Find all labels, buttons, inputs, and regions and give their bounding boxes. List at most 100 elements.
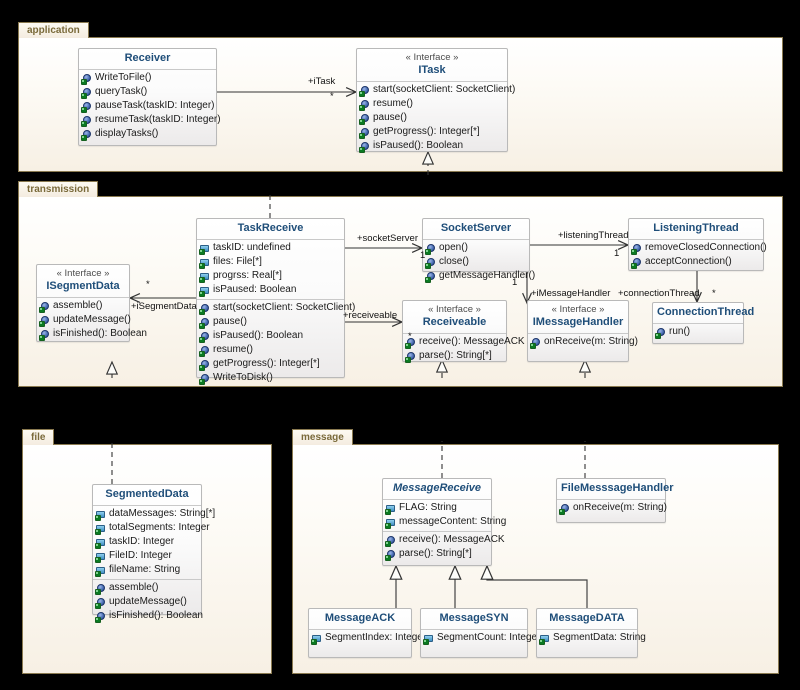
method-icon	[359, 99, 371, 111]
method-icon	[81, 87, 93, 99]
class-header: MessageACK	[309, 609, 411, 630]
method-icon	[81, 115, 93, 127]
class-message-receive[interactable]: MessageReceive FLAG: String messageConte…	[382, 478, 506, 566]
class-member: start(socketClient: SocketClient)	[357, 83, 515, 97]
class-member: getMessageHandler()	[423, 269, 535, 283]
class-socket-server[interactable]: SocketServer open() close() getMessageHa…	[422, 218, 535, 283]
class-header: MessageSYN	[421, 609, 527, 630]
class-imessage-handler[interactable]: « Interface » IMessageHandler onReceive(…	[527, 300, 638, 362]
attribute-compartment: SegmentCount: Integer	[421, 630, 540, 647]
method-icon	[199, 303, 211, 315]
class-member: messageContent: String	[383, 515, 506, 529]
class-member: removeClosedConnection()	[629, 241, 767, 255]
class-header: ListeningThread	[629, 219, 763, 240]
class-member: FLAG: String	[383, 501, 491, 515]
attribute-compartment: SegmentIndex: Integer	[309, 630, 426, 647]
method-compartment: onReceive(m: String)	[557, 500, 667, 517]
method-icon	[425, 243, 437, 255]
class-member: acceptConnection()	[629, 255, 763, 269]
label-listeningthread-role: +listeningThread	[558, 230, 629, 241]
class-name: MessageReceive	[392, 482, 482, 494]
attribute-icon	[385, 517, 397, 529]
class-member: FileID: Integer	[93, 549, 201, 563]
class-isegment-data[interactable]: « Interface » ISegmentData assemble() up…	[36, 264, 147, 342]
method-compartment: removeClosedConnection() acceptConnectio…	[629, 240, 767, 271]
class-member: dataMessages: String[*]	[93, 507, 215, 521]
class-name: MessageACK	[324, 612, 396, 624]
method-icon	[655, 327, 667, 339]
class-member: onReceive(m: String)	[557, 501, 667, 515]
class-member: progrss: Real[*]	[197, 269, 344, 283]
class-member: isPaused(): Boolean	[357, 139, 507, 153]
class-name: IMessageHandler	[532, 316, 624, 328]
attribute-icon	[95, 551, 107, 563]
attribute-icon	[199, 257, 211, 269]
attribute-icon	[423, 633, 435, 645]
mult-imessagehandler: 1	[512, 277, 518, 288]
class-name: Receiver	[124, 52, 171, 64]
class-name: MessageSYN	[439, 612, 509, 624]
package-tab-file: file	[22, 429, 55, 445]
attribute-icon	[95, 565, 107, 577]
method-icon	[359, 141, 371, 153]
class-header: « Interface » ISegmentData	[37, 265, 129, 298]
method-icon	[425, 257, 437, 269]
attribute-icon	[539, 633, 551, 645]
label-itask-role: +iTask	[308, 76, 336, 87]
class-name: SegmentedData	[105, 488, 189, 500]
class-header: « Interface » Receiveable	[403, 301, 506, 334]
attribute-icon	[95, 509, 107, 521]
class-member: displayTasks()	[79, 127, 216, 141]
class-member: taskID: undefined	[197, 241, 344, 255]
method-icon	[405, 337, 417, 349]
attribute-icon	[385, 503, 397, 515]
method-icon	[81, 73, 93, 85]
class-stereotype: « Interface »	[405, 52, 459, 63]
class-message-syn[interactable]: MessageSYN SegmentCount: Integer	[420, 608, 540, 658]
method-compartment: WriteToFile() queryTask() pauseTask(task…	[79, 70, 221, 143]
class-stereotype: « Interface »	[56, 268, 110, 279]
class-receiver[interactable]: Receiver WriteToFile() queryTask() pause…	[78, 48, 221, 146]
class-member: run()	[653, 325, 743, 339]
method-icon	[39, 315, 51, 327]
class-member: isPaused: Boolean	[197, 283, 344, 297]
class-receiveable[interactable]: « Interface » Receiveable receive(): Mes…	[402, 300, 525, 365]
class-file-message-handler[interactable]: FileMesssageHandler onReceive(m: String)	[556, 478, 674, 523]
method-icon	[81, 101, 93, 113]
attribute-compartment: FLAG: String messageContent: String	[383, 500, 506, 531]
class-stereotype: « Interface »	[428, 304, 481, 315]
class-member: pauseTask(taskID: Integer)	[79, 99, 216, 113]
class-member: totalSegments: Integer	[93, 521, 210, 535]
class-listening-thread[interactable]: ListeningThread removeClosedConnection()…	[628, 218, 767, 271]
mult-itask: *	[330, 91, 334, 102]
method-compartment: receive(): MessageACK parse(): String[*]	[403, 334, 525, 365]
label-receiveable-role: +receiveable	[343, 310, 398, 321]
class-header: Receiver	[79, 49, 216, 70]
class-stereotype: « Interface »	[551, 304, 605, 315]
attribute-compartment: SegmentData: String	[537, 630, 646, 647]
method-icon	[81, 129, 93, 141]
class-connection-thread[interactable]: ConnectionThread run()	[652, 302, 754, 344]
class-name: ITask	[418, 64, 446, 76]
method-compartment: run()	[653, 324, 743, 341]
class-itask[interactable]: « Interface » ITask start(socketClient: …	[356, 48, 515, 153]
class-task-receive[interactable]: TaskReceive taskID: undefined files: Fil…	[196, 218, 355, 385]
class-member: open()	[423, 241, 529, 255]
attribute-icon	[95, 537, 107, 549]
method-compartment: receive(): MessageACK parse(): String[*]	[383, 531, 505, 563]
method-icon	[199, 359, 211, 371]
method-icon	[425, 271, 437, 283]
class-header: SegmentedData	[93, 485, 201, 506]
method-icon	[39, 301, 51, 313]
class-member: receive(): MessageACK	[403, 335, 525, 349]
class-message-ack[interactable]: MessageACK SegmentIndex: Integer	[308, 608, 426, 658]
class-member: start(socketClient: SocketClient)	[197, 301, 355, 315]
mult-listeningthread: 1	[614, 248, 620, 259]
mult-connectionthread: *	[712, 288, 716, 299]
class-segmented-data[interactable]: SegmentedData dataMessages: String[*] to…	[92, 484, 215, 623]
class-message-data[interactable]: MessageDATA SegmentData: String	[536, 608, 646, 658]
mult-receiveable: *	[408, 331, 412, 342]
attribute-icon	[95, 523, 107, 535]
class-member: SegmentData: String	[537, 631, 646, 645]
